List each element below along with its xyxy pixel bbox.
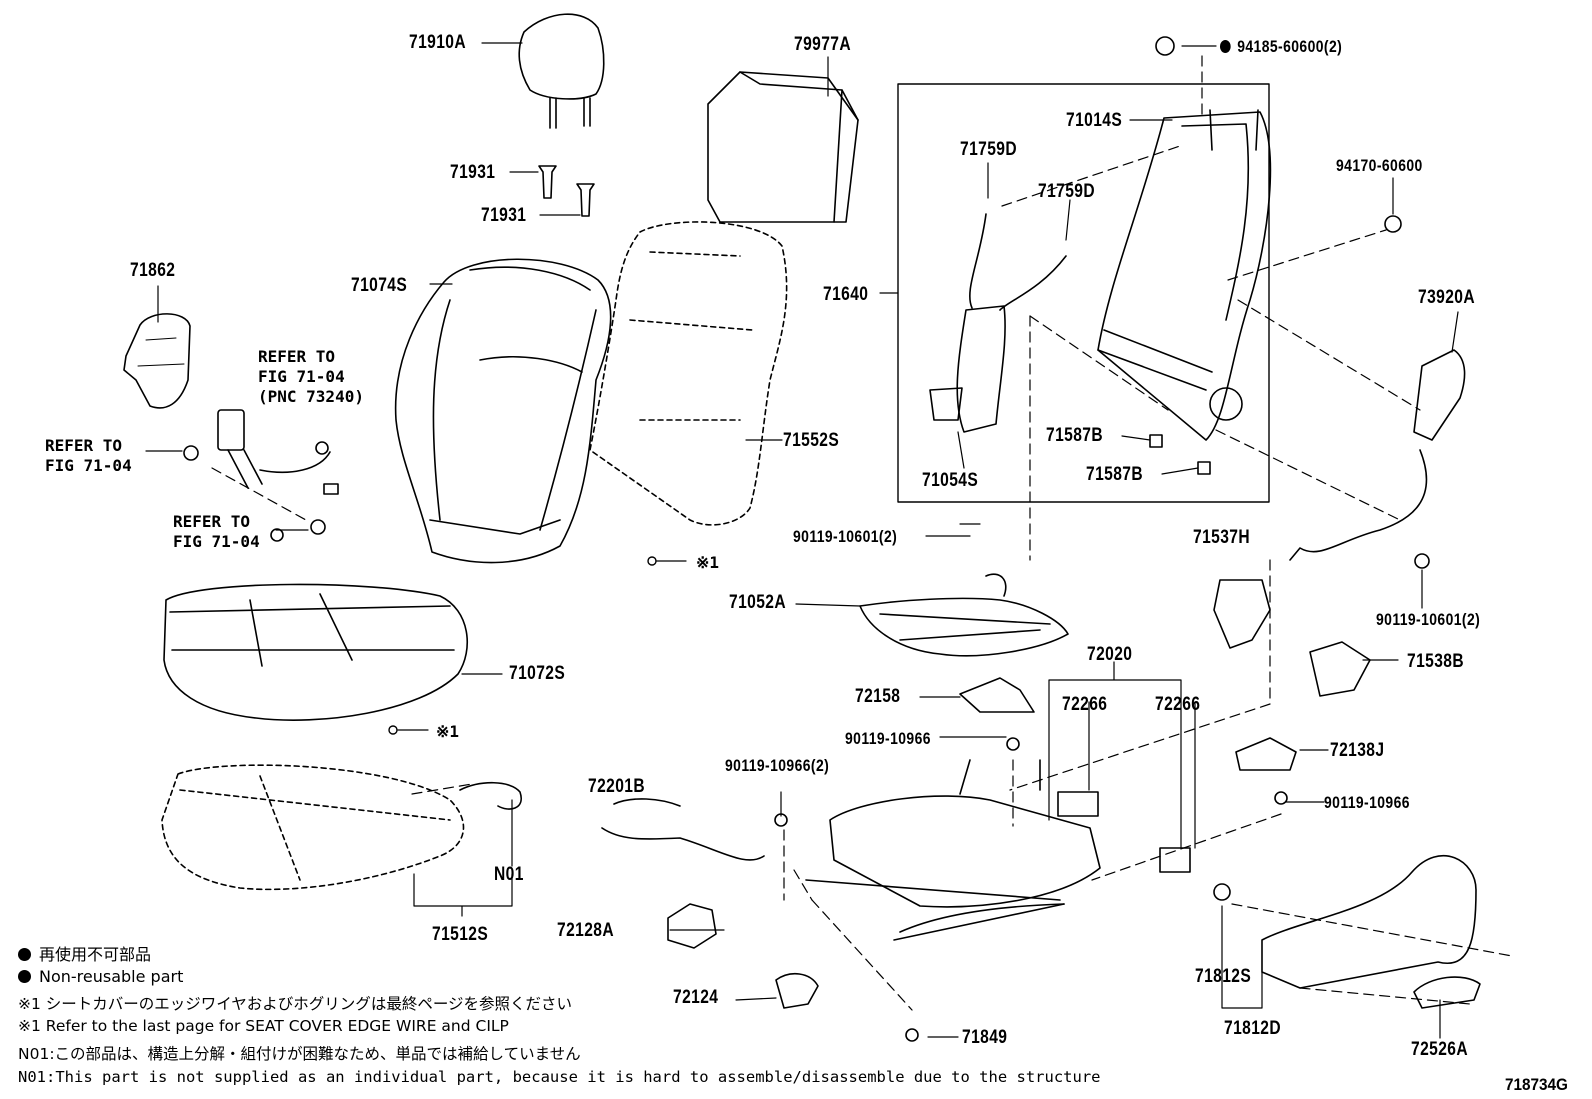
part-label: 72201B [588,776,646,797]
seat-belt-buckle-drawing [217,409,339,495]
clip-icon [1149,434,1163,448]
seatback-cover-drawing [394,258,612,564]
n01-note-en: N01:This part is not supplied as an indi… [18,1068,1101,1086]
seatback-frame-drawing [1097,109,1272,441]
bolt-icon [1414,553,1430,569]
part-label: 71014S [1066,110,1123,131]
back-pad-drawing [707,71,859,223]
part-label: 71812S [1195,966,1252,987]
bolt-icon [270,528,284,542]
part-label: 71054S [922,470,979,491]
cushion-cover-drawing [163,583,469,721]
part-label: 71759D [960,139,1018,160]
nut-icon [183,445,199,461]
headrest-drawing [518,13,605,129]
clip-icon [1159,847,1191,873]
cover-72128A-drawing [667,903,717,949]
knob-72526A-drawing [1413,976,1481,1009]
part-number: 94185-60600(2) [1237,37,1343,56]
part-label: 90119-10966 [845,729,931,748]
wire-harness-n01 [459,781,522,810]
clip-icon [905,1028,919,1042]
part-label: 90119-10601(2) [793,527,898,546]
wire-72201B-drawing [601,827,765,861]
clip-note-mark: ※1 [436,722,460,741]
side-cover-drawing [123,313,191,409]
cover-72124-drawing [775,973,819,1009]
part-label: 71074S [351,275,408,296]
reference-note: REFER TO FIG 71-04 (PNC 73240) [258,347,364,406]
part-label: 71759D [1038,181,1096,202]
part-label: 71587B [1086,464,1144,485]
part-label: 72124 [673,987,719,1008]
part-label: 90119-10601(2) [1376,610,1481,629]
lumbar-support-drawing [929,213,1067,433]
reference-note: REFER TO FIG 71-04 [173,512,260,551]
cover-71537H-drawing [1213,579,1271,649]
nut-icon [310,519,326,535]
side-shield-drawing [1261,854,1477,989]
part-label: 71072S [509,663,566,684]
legend-nonreusable-jp: 再使用不可部品 [18,941,151,965]
headrest-guide-drawing [538,165,595,217]
part-label: 72020 [1087,644,1133,665]
part-label: 72266 [1155,694,1201,715]
part-label: 72138J [1330,740,1385,761]
part-label: 71931 [450,162,496,183]
part-label: 71512S [432,924,489,945]
clip-note-mark: ※1 [696,553,720,572]
part-label: 90119-10966 [1324,793,1410,812]
dashed-lines [211,55,1513,1011]
cushion-pad-drawing [161,764,465,891]
part-label: 94170-60600 [1336,156,1423,175]
part-label: N01 [494,864,524,885]
cover-72138J-drawing [1235,737,1297,771]
cover-72158-drawing [959,677,1035,713]
part-label: 71587B [1046,425,1104,446]
part-label: 90119-10966(2) [725,756,830,775]
part-label: 71931 [481,205,527,226]
part-label: 71862 [130,260,176,281]
part-label: 71552S [783,430,840,451]
leader-lines [145,42,1459,1039]
part-label: 72158 [855,686,901,707]
part-label: 71910A [409,32,467,53]
n01-note-jp: N01:この部品は、構造上分解・組付けが困難なため、単品では補給していません [18,1045,581,1063]
part-label: 72526A [1411,1039,1469,1060]
non-reusable-bullet-icon [1220,40,1231,53]
part-label: 71538B [1407,651,1465,672]
part-label: 71812D [1224,1018,1282,1039]
cover-71538B-drawing [1309,641,1371,697]
seat-spring-drawing [859,573,1069,657]
seatback-pad-drawing [589,221,788,526]
note1-jp: ※1 シートカバーのエッジワイヤおよびホグリングは最終ページを参照ください [18,995,573,1013]
part-label: 71640 [823,284,869,305]
note1-en: ※1 Refer to the last page for SEAT COVER… [18,1017,509,1035]
part-label: 71849 [962,1027,1008,1048]
bullet-icon [18,948,31,961]
nut-icon [1155,36,1175,56]
bolt-icon [1006,737,1020,751]
part-label: 71537H [1193,527,1251,548]
part-label: 73920A [1418,287,1476,308]
seat-adjuster-drawing [805,759,1101,941]
nut-icon [1213,883,1231,901]
part-label: 71052A [729,592,787,613]
side-airbag-drawing [1289,349,1466,561]
part-label: 72266 [1062,694,1108,715]
bolt-icon [1274,791,1288,805]
part-label: 72128A [557,920,615,941]
nut-icon [1384,215,1402,233]
bullet-icon [18,970,31,983]
part-label: 79977A [794,34,852,55]
figure-code: 718734G [1505,1075,1568,1094]
reference-note: REFER TO FIG 71-04 [45,436,132,475]
legend-nonreusable-en: Non-reusable part [18,967,183,986]
clip-icon [1057,791,1099,817]
part-label: 94185-60600(2) [1220,37,1342,57]
